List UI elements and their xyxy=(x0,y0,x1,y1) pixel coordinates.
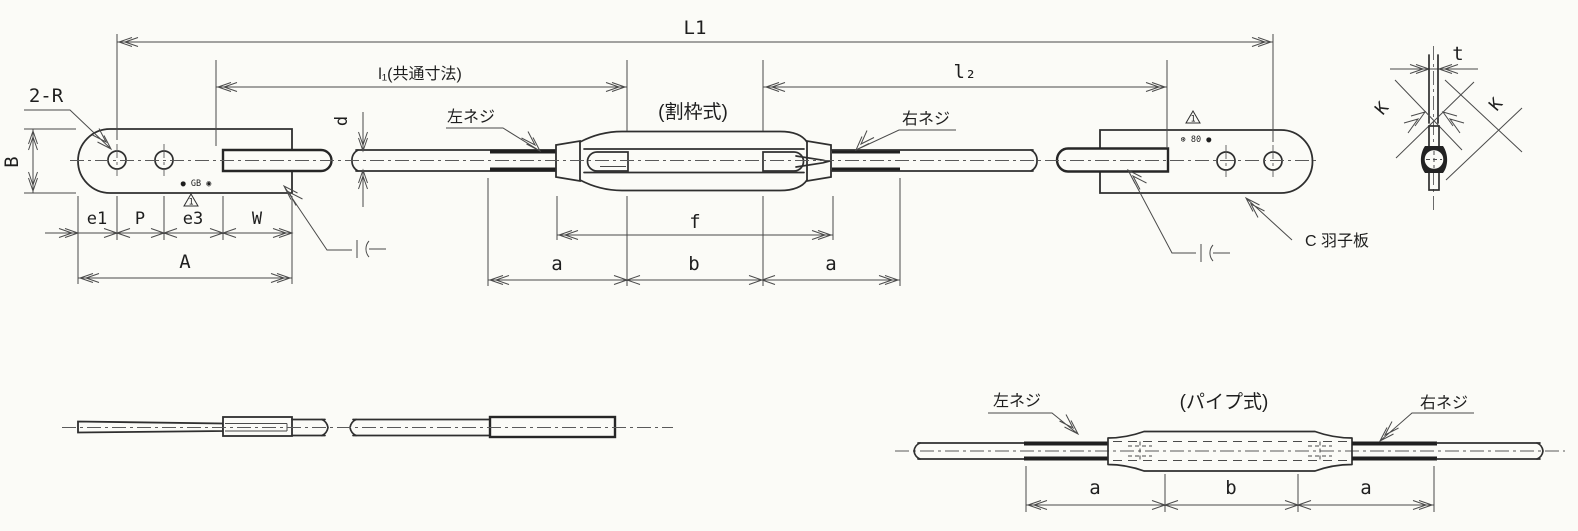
dim-label-d: d xyxy=(332,116,352,126)
pipe-left-thread xyxy=(1024,441,1108,461)
right-triangle-mark xyxy=(1185,110,1201,124)
dim-label-l2: l₂ xyxy=(954,61,977,83)
right-paddle-plate xyxy=(1099,129,1314,194)
pipe-dim-label-b: b xyxy=(1225,477,1236,499)
flat-blank-view xyxy=(62,415,673,439)
pipe-right-rod xyxy=(1436,442,1541,460)
callout-paddle-plate: C 羽子板 xyxy=(1305,232,1369,250)
dim-label-W: W xyxy=(252,209,263,229)
pipe-right-rod-end-arc xyxy=(1536,442,1544,460)
ext-B xyxy=(24,128,76,194)
pipe-ext-lines xyxy=(1025,466,1435,512)
flat-strip xyxy=(77,420,224,434)
top-dimensions xyxy=(24,34,1293,286)
labels: L1 l₁(共通寸法) l₂ 2-R B e1 P e3 W A d 左ネジ (… xyxy=(1,17,1508,499)
dim-label-A: A xyxy=(179,251,191,273)
rod-sleeve xyxy=(222,416,293,437)
blank-rod-right xyxy=(352,418,491,437)
left-paddle-plate xyxy=(77,128,293,194)
pipe-dim-label-a-right: a xyxy=(1360,477,1371,499)
callout-right-thread: 右ネジ xyxy=(902,110,950,128)
arrows-d xyxy=(358,131,368,190)
triangle-mark-left-number: 1 xyxy=(188,198,193,208)
dim-label-a-left: a xyxy=(551,253,562,275)
pipe-leader-left-thread xyxy=(988,412,1080,436)
dim-label-e3: e3 xyxy=(183,209,203,229)
arrows-l1 xyxy=(216,82,627,92)
type-label-splitframe: (割枠式) xyxy=(658,101,728,123)
arrows-aba xyxy=(488,275,900,285)
pipe-hidden-rod-tips xyxy=(1128,441,1332,461)
pipe-arrows-aba xyxy=(1026,500,1434,510)
dim-label-P: P xyxy=(135,209,145,229)
dim-label-L1: L1 xyxy=(684,17,707,39)
callout-left-thread: 左ネジ xyxy=(447,108,495,126)
right-thread-zone xyxy=(832,149,900,172)
left-triangle-mark xyxy=(183,193,199,207)
K-arrows xyxy=(1403,111,1465,134)
pipe-callout-left-thread: 左ネジ xyxy=(993,392,1041,410)
dim-label-K-left: K xyxy=(1371,98,1393,119)
plate-edge-view xyxy=(1428,54,1439,124)
weld-mark-right xyxy=(1126,168,1230,262)
dim-label-f: f xyxy=(689,211,700,233)
right-eye-fork xyxy=(795,155,832,168)
blank-rod-left xyxy=(291,418,326,437)
pipe-dim-label-a-left: a xyxy=(1089,477,1100,499)
ext-e-row xyxy=(77,196,293,284)
stamp-left: ● GB ◉ xyxy=(181,179,212,189)
frame-outline-top xyxy=(579,130,808,143)
pipe-left-rod xyxy=(917,442,1025,460)
right-eye xyxy=(762,151,805,172)
K-diagonals xyxy=(1394,79,1523,181)
end-view xyxy=(1390,46,1523,214)
pipe-body xyxy=(1107,430,1353,472)
frame-outline-bottom xyxy=(579,179,808,192)
leader-2R xyxy=(24,109,113,151)
arrows-B xyxy=(28,129,38,193)
right-rod xyxy=(831,149,1034,172)
top-assembly xyxy=(70,110,1320,207)
dim-label-e1: e1 xyxy=(87,209,107,229)
leader-right-thread xyxy=(854,129,956,152)
leader-paddle xyxy=(1244,196,1293,241)
frame-slot-edges xyxy=(583,148,805,174)
dim-label-a-right: a xyxy=(825,253,836,275)
rod-section-crosshair xyxy=(1426,151,1442,168)
weld-mark-left xyxy=(282,184,386,258)
pipe-left-rod-end-arc xyxy=(913,442,921,460)
left-thread-zone xyxy=(490,149,556,172)
arrows-A xyxy=(78,273,292,283)
right-rod-break-arc xyxy=(1030,149,1038,172)
pipe-hidden-threads xyxy=(1113,441,1348,461)
arrows-e-row xyxy=(58,228,294,238)
frame-left-cap xyxy=(555,139,581,183)
arrows-f xyxy=(557,230,833,240)
pipe-right-thread xyxy=(1352,441,1437,461)
stamp-right: ⊛ 80 ● xyxy=(1181,135,1213,145)
dim-label-b: b xyxy=(688,253,699,275)
dim-label-B: B xyxy=(1,156,23,167)
leader-left-thread xyxy=(446,127,542,153)
triangle-mark-right-number: 1 xyxy=(1190,115,1195,125)
label-2R: 2-R xyxy=(29,85,64,107)
dim-label-t: t xyxy=(1452,43,1463,65)
pipe-leader-right-thread xyxy=(1378,412,1474,443)
arrows-l2 xyxy=(764,82,1167,92)
dim-label-l1: l₁(共通寸法) xyxy=(378,65,462,83)
right-rod-end xyxy=(1055,147,1170,173)
pipe-callout-right-thread: 右ネジ xyxy=(1420,394,1468,412)
dim-label-K-right: K xyxy=(1485,94,1507,115)
arrows-L1 xyxy=(117,37,1273,47)
left-eye xyxy=(586,151,629,172)
type-label-pipe: (パイプ式) xyxy=(1180,391,1269,413)
ext-f-aba xyxy=(487,178,901,286)
pipe-view xyxy=(895,412,1565,512)
blank-thread-blank xyxy=(488,415,617,439)
